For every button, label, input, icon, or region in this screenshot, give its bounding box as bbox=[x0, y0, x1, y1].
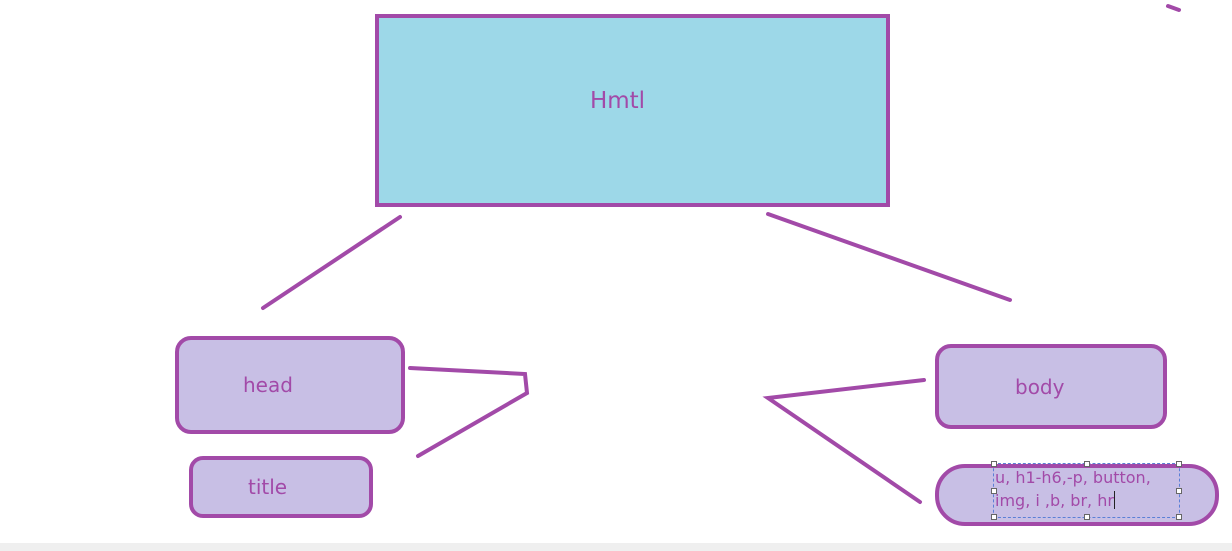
stray-mark bbox=[1166, 4, 1181, 12]
bottom-scroll-area bbox=[0, 543, 1232, 551]
node-title-label: title bbox=[248, 475, 288, 499]
text-caret bbox=[1113, 491, 1115, 509]
text-selection-box[interactable] bbox=[991, 461, 1182, 520]
node-head[interactable]: head bbox=[175, 336, 405, 434]
resize-handle[interactable] bbox=[991, 461, 997, 467]
node-html-label: Hmtl bbox=[589, 87, 646, 114]
node-title[interactable]: title bbox=[189, 456, 373, 518]
resize-handle[interactable] bbox=[1176, 488, 1182, 494]
connector-html-to-head bbox=[261, 215, 402, 310]
body-items-line: img, i ,b, br, hr bbox=[995, 491, 1114, 510]
node-html[interactable]: Hmtl bbox=[375, 14, 890, 207]
node-head-label: head bbox=[243, 373, 293, 397]
resize-handle[interactable] bbox=[1084, 461, 1090, 467]
body-items-line: u, h1-h6,-p, button, bbox=[995, 468, 1151, 487]
resize-handle[interactable] bbox=[1084, 514, 1090, 520]
connector-html-to-body bbox=[766, 212, 1012, 302]
resize-handle[interactable] bbox=[1176, 461, 1182, 467]
node-body-label: body bbox=[1015, 374, 1065, 399]
node-body-items[interactable] bbox=[935, 464, 1219, 526]
connector-head-bracket bbox=[408, 366, 530, 458]
body-items-text[interactable]: u, h1-h6,-p, button, img, i ,b, br, hr bbox=[995, 466, 1175, 512]
node-body[interactable]: body bbox=[935, 344, 1167, 429]
resize-handle[interactable] bbox=[991, 514, 997, 520]
resize-handle[interactable] bbox=[1176, 514, 1182, 520]
connector-body-bracket bbox=[762, 378, 926, 504]
resize-handle[interactable] bbox=[991, 488, 997, 494]
